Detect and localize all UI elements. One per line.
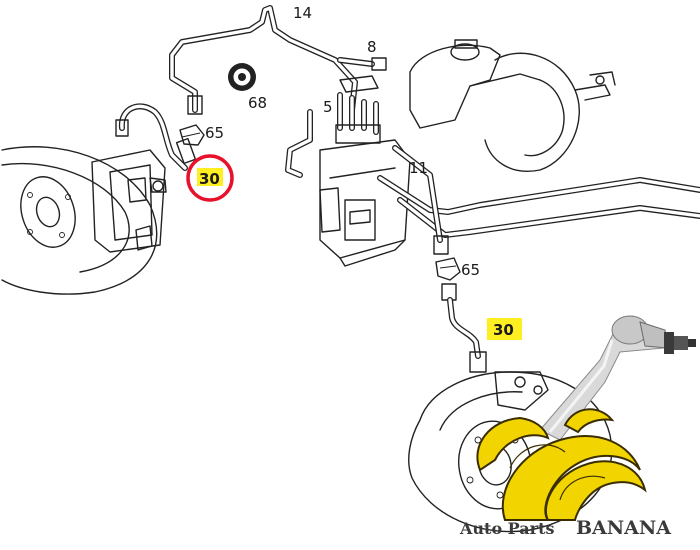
label-part-65-left: 65	[205, 124, 224, 142]
label-part-30-boxed: 30	[493, 321, 514, 339]
brand-name-part2: BANANA	[576, 517, 671, 539]
label-part-65-right: 65	[461, 261, 480, 279]
label-part-8: 8	[367, 38, 377, 56]
grommet-68	[228, 63, 256, 91]
master-cylinder-booster	[409, 39, 616, 172]
left-bracket	[179, 124, 205, 146]
label-part-11: 11	[409, 159, 428, 177]
label-part-14: 14	[293, 4, 312, 22]
left-brake-caliper	[91, 149, 167, 253]
label-part-68: 68	[248, 94, 267, 112]
left-brake-disc	[1, 146, 158, 295]
brake-line-14	[169, 5, 387, 115]
abs-hydraulic-unit	[285, 75, 411, 267]
brand-name-part1: Auto Parts	[459, 519, 554, 538]
right-brake-caliper	[494, 371, 549, 411]
part-30-circled-marker: 30	[186, 154, 234, 202]
rear-brake-lines	[377, 145, 700, 255]
control-arm-icon	[539, 315, 696, 441]
part-30-boxed-marker: 30	[487, 318, 522, 340]
label-part-30-circled: 30	[199, 170, 220, 188]
right-bracket	[435, 257, 461, 281]
label-part-5: 5	[323, 98, 333, 116]
right-brake-hose	[441, 283, 487, 373]
left-brake-hose	[115, 103, 197, 171]
banana-logo-icon	[476, 408, 647, 521]
